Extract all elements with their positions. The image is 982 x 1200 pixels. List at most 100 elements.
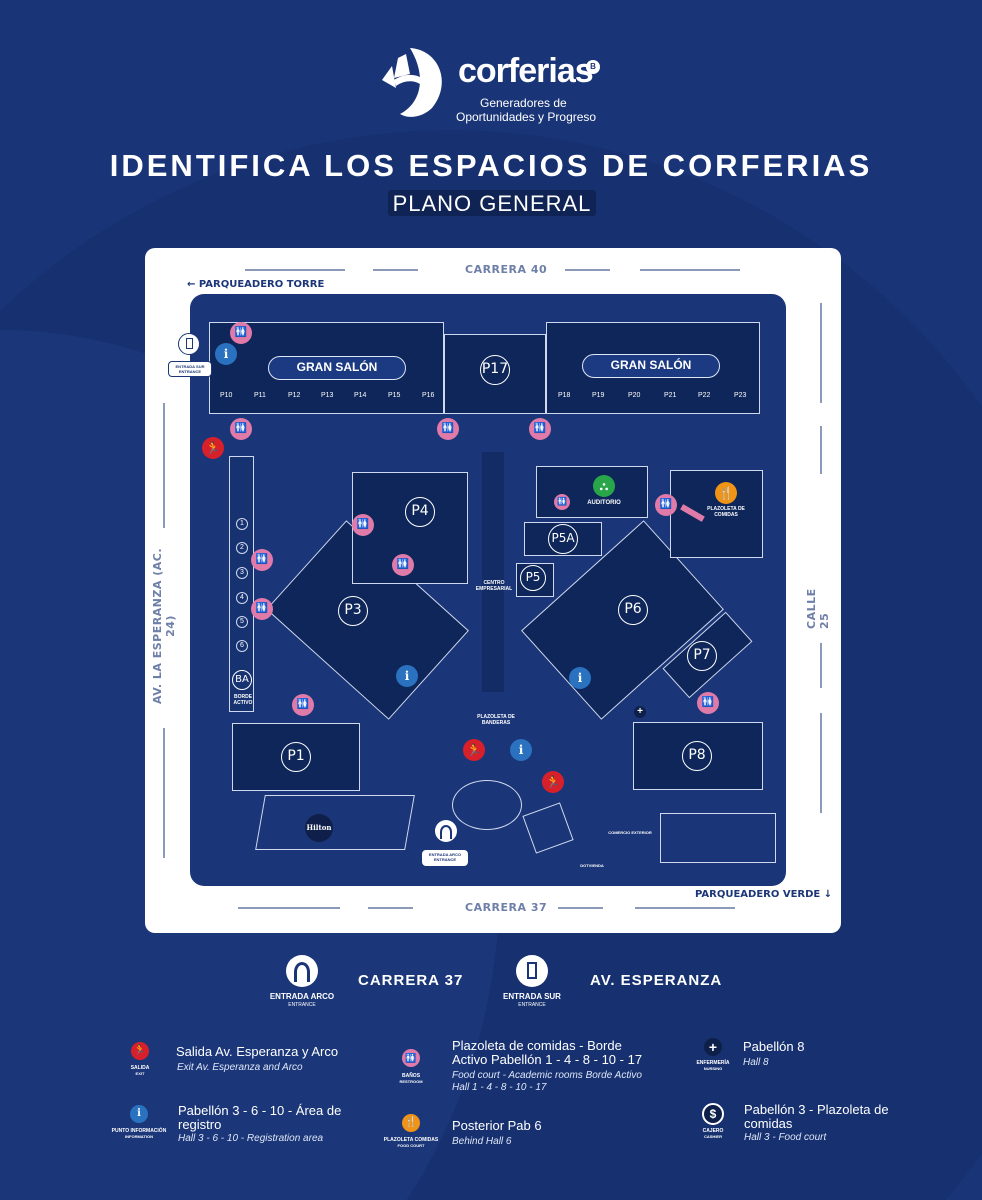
legend-title: Posterior Pab 6 — [452, 1118, 542, 1133]
street-line — [820, 426, 822, 474]
restroom-icon[interactable]: 🚻 — [251, 598, 273, 620]
street-carrera-37: CARRERA 37 — [465, 901, 548, 914]
info-icon[interactable]: i — [569, 667, 591, 689]
entrance-label: ENTRADA SUR — [503, 992, 561, 1001]
street-carrera-40: CARRERA 40 — [465, 263, 548, 276]
entrada-sur-marker[interactable]: ENTRADA SUR ENTRANCE — [168, 361, 212, 377]
room-number: 2 — [236, 542, 248, 554]
auditorio-label: AUDITORIO — [587, 500, 621, 506]
plazoleta-comidas-label: PLAZOLETA DE COMIDAS — [707, 506, 745, 518]
entrada-arco-label: ENTRADA ARCO ENTRANCE — [428, 852, 462, 862]
legend-subtitle: Exit Av. Esperanza and Arco — [177, 1062, 303, 1073]
legend-title: Pabellón 3 - Plazoleta de comidas — [744, 1102, 889, 1131]
logo-mark-icon — [382, 48, 442, 117]
borde-activo-label: BORDE ACTIVO — [233, 694, 253, 706]
restroom-icon: 🚻 — [554, 494, 570, 510]
food-icon: 🍴 — [715, 482, 737, 504]
info-icon[interactable]: i — [215, 343, 237, 365]
p3-label: P3 — [338, 596, 368, 626]
legend-caption-en: FOOD COURT — [397, 1143, 425, 1148]
first-aid-icon[interactable]: + — [634, 706, 646, 718]
exit-runner-icon[interactable]: 🏃 — [542, 771, 564, 793]
parqueadero-torre-link[interactable]: ← PARQUEADERO TORRE — [187, 279, 325, 290]
restroom-icon[interactable]: 🚻 — [292, 694, 314, 716]
p5-label: P5 — [520, 565, 546, 591]
restroom-icon[interactable]: 🚻 — [437, 418, 459, 440]
info-icon: i — [130, 1105, 148, 1123]
room-number: 1 — [236, 518, 248, 530]
legend-title: Pabellón 3 - 6 - 10 - Área de registro — [178, 1103, 342, 1132]
door-icon — [178, 333, 200, 355]
street-line — [558, 907, 603, 909]
building-outline — [660, 813, 776, 863]
room-number: 3 — [236, 567, 248, 579]
restroom-icon[interactable]: 🚻 — [230, 418, 252, 440]
restroom-icon[interactable]: 🚻 — [352, 514, 374, 536]
atm-icon: $ — [702, 1103, 724, 1125]
exit-runner-icon: 🏃 — [131, 1042, 149, 1060]
registered-icon: B — [586, 60, 600, 74]
hall-label: P14 — [354, 392, 367, 399]
legend-title: Plazoleta de comidas - Borde Activo Pabe… — [452, 1038, 643, 1067]
arco-plaza — [452, 780, 522, 830]
entrance-label: ENTRADA ARCO — [269, 992, 335, 1001]
legend-subtitle: Hall 3 - Food court — [744, 1132, 827, 1143]
entrada-sur-label: ENTRADA SUR ENTRANCE — [175, 364, 205, 374]
room-number: 5 — [236, 616, 248, 628]
hall-label: P12 — [288, 392, 301, 399]
room-number: 4 — [236, 592, 248, 604]
p6-label: P6 — [618, 595, 648, 625]
p1-label: P1 — [281, 742, 311, 772]
street-line — [635, 907, 735, 909]
hall-label: P19 — [592, 392, 605, 399]
p7-label: P7 — [687, 641, 717, 671]
entrada-arco-marker[interactable]: ENTRADA ARCO ENTRANCE — [422, 850, 468, 866]
street-line — [820, 643, 822, 688]
centro-empresarial[interactable] — [482, 452, 504, 692]
restroom-icon[interactable]: 🚻 — [529, 418, 551, 440]
auditorio[interactable] — [536, 466, 648, 518]
restroom-icon[interactable]: 🚻 — [230, 322, 252, 344]
street-line — [565, 269, 610, 271]
hilton-hotel[interactable] — [255, 795, 415, 850]
hilton-logo: Hilton — [305, 814, 333, 842]
restroom-icon[interactable]: 🚻 — [392, 554, 414, 576]
entrance-street: AV. ESPERANZA — [590, 972, 723, 989]
page-title: IDENTIFICA LOS ESPACIOS DE CORFERIAS — [109, 148, 873, 183]
legend-caption-en: EXIT — [135, 1071, 145, 1076]
info-icon[interactable]: i — [510, 739, 532, 761]
street-av-esperanza: AV. LA ESPERANZA (AC. 24) — [151, 547, 177, 705]
comercio-exterior-label: COMERCIO EXTERIOR — [608, 830, 652, 835]
restroom-icon[interactable]: 🚻 — [655, 494, 677, 516]
entrance-sublabel: ENTRANCE — [518, 1002, 546, 1008]
legend-caption: ENFERMERÍA — [696, 1060, 730, 1066]
street-line — [238, 907, 340, 909]
exit-runner-icon[interactable]: 🏃 — [202, 437, 224, 459]
street-line — [820, 713, 822, 813]
p17-label: P17 — [480, 355, 510, 385]
hall-label: P22 — [698, 392, 711, 399]
legend-caption: PLAZOLETA COMIDAS — [383, 1137, 439, 1143]
street-line — [368, 907, 413, 909]
auditorium-icon: ⛬ — [593, 475, 615, 497]
plazoleta-de-comidas[interactable] — [670, 470, 763, 558]
restroom-icon[interactable]: 🚻 — [251, 549, 273, 571]
p5a-label: P5A — [548, 524, 578, 554]
legend-subtitle: Hall 3 - 6 - 10 - Registration area — [178, 1133, 324, 1144]
borde-activo-badge: BA — [232, 670, 252, 690]
borde-activo[interactable] — [229, 456, 254, 712]
hall-label: P10 — [220, 392, 233, 399]
gran-salon-east-label: GRAN SALÓN — [582, 354, 720, 378]
arch-icon — [286, 955, 318, 987]
info-icon[interactable]: i — [396, 665, 418, 687]
street-line — [820, 303, 822, 403]
legend-caption-en: RESTROOM — [399, 1079, 423, 1084]
exit-runner-icon[interactable]: 🏃 — [463, 739, 485, 761]
restroom-icon[interactable]: 🚻 — [697, 692, 719, 714]
centro-empresarial-label: CENTRO EMPRESARIAL — [475, 580, 513, 592]
legend-caption-en: CASHIER — [703, 1134, 722, 1139]
page-subtitle: PLANO GENERAL — [388, 190, 596, 216]
legend-caption: CAJERO — [702, 1128, 724, 1134]
hall-label: P13 — [321, 392, 334, 399]
parqueadero-verde-link[interactable]: PARQUEADERO VERDE ↓ — [695, 889, 833, 900]
